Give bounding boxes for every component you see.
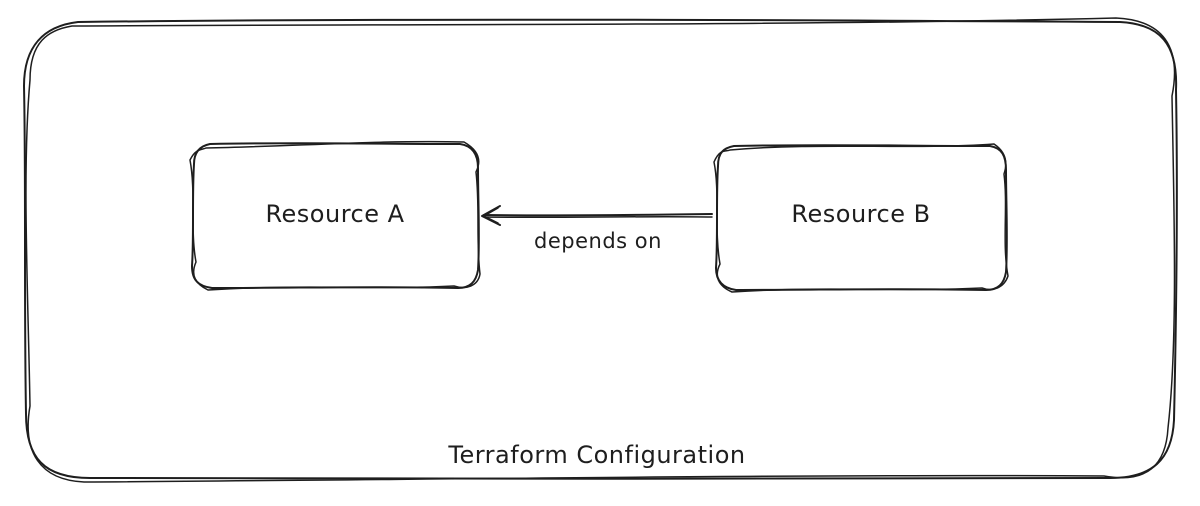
arrowhead-icon [481, 205, 501, 226]
resource-a-label: Resource A [265, 200, 404, 228]
resource-a-node: Resource A [189, 140, 481, 291]
depends-on-arrow [481, 205, 713, 226]
edge-label-depends-on: depends on [534, 229, 662, 253]
resource-b-label: Resource B [791, 200, 930, 228]
container-label: Terraform Configuration [447, 441, 745, 469]
terraform-configuration-container [23, 17, 1178, 483]
resource-b-node: Resource B [713, 143, 1009, 293]
